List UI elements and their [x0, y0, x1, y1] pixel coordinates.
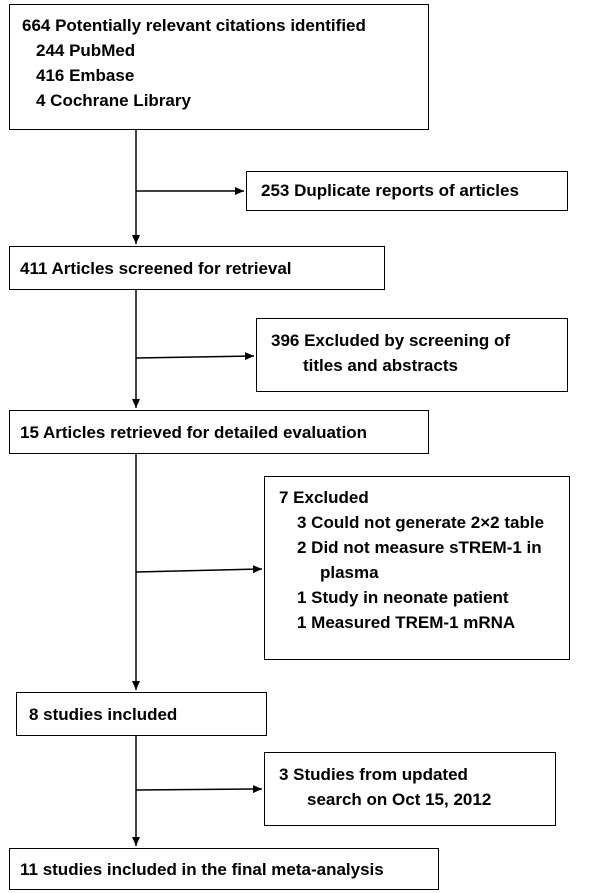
excluded-detail-box: 7 Excluded 3 Could not generate 2×2 tabl…	[264, 476, 570, 660]
source-cochrane: 4 Cochrane Library	[36, 91, 191, 110]
arrow-to-excluded-detail	[135, 565, 263, 574]
exclusion-reason: 1 Measured TREM-1 mRNA	[297, 613, 516, 632]
source-embase: 416 Embase	[36, 66, 135, 85]
exclusion-reason: 2 Did not measure sTREM-1 in	[297, 538, 542, 557]
identified-box: 664 Potentially relevant citations ident…	[9, 4, 429, 130]
screened-text: 411 Articles screened for retrieval	[20, 259, 292, 278]
excluded-screening-box: 396 Excluded by screening of titles and …	[256, 318, 568, 392]
updated-search-box: 3 Studies from updated search on Oct 15,…	[264, 752, 556, 826]
excluded-screening-line1: 396 Excluded by screening of	[271, 331, 511, 350]
duplicates-text: 253 Duplicate reports of articles	[261, 181, 519, 200]
exclusion-reason: 1 Study in neonate patient	[297, 588, 509, 607]
updated-search-line1: 3 Studies from updated	[279, 765, 468, 784]
excluded-screening-line2: titles and abstracts	[303, 356, 458, 375]
included-text: 8 studies included	[29, 705, 178, 724]
included-box: 8 studies included	[16, 692, 267, 736]
exclusion-reason: 3 Could not generate 2×2 table	[297, 513, 545, 532]
duplicates-box: 253 Duplicate reports of articles	[246, 171, 568, 211]
retrieved-text: 15 Articles retrieved for detailed evalu…	[20, 423, 368, 442]
identified-title: 664 Potentially relevant citations ident…	[22, 16, 366, 35]
retrieved-box: 15 Articles retrieved for detailed evalu…	[9, 410, 429, 454]
arrow-to-updated-search	[135, 785, 263, 794]
exclusion-reason-continuation: plasma	[320, 563, 379, 582]
arrow-to-excluded-screening	[135, 352, 255, 361]
excluded-detail-title: 7 Excluded	[279, 488, 369, 507]
updated-search-line2: search on Oct 15, 2012	[307, 790, 492, 809]
final-text: 11 studies included in the final meta-an…	[20, 860, 384, 879]
final-box: 11 studies included in the final meta-an…	[9, 848, 439, 890]
screened-box: 411 Articles screened for retrieval	[9, 246, 385, 290]
source-pubmed: 244 PubMed	[36, 41, 136, 60]
